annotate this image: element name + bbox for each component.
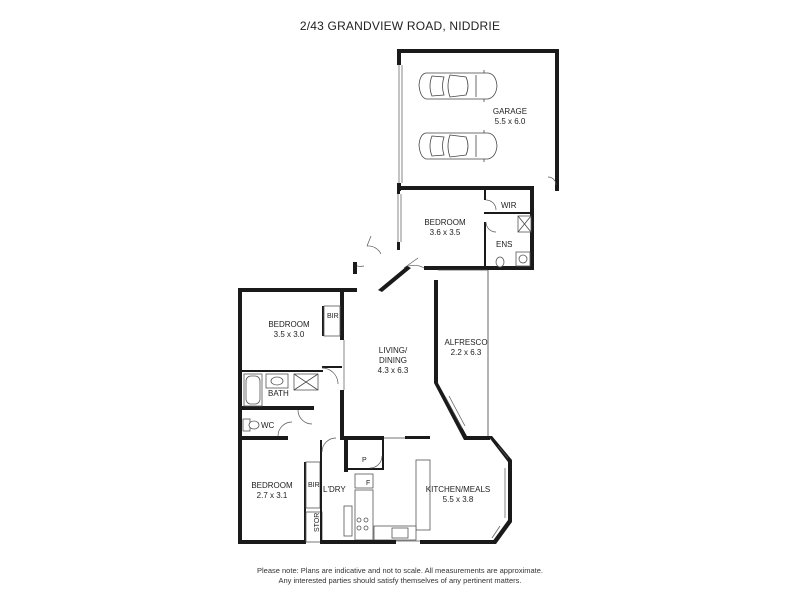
car-icon (418, 70, 498, 102)
stor-label: STOR (314, 513, 321, 532)
wc-label: WC (261, 421, 275, 430)
bir1-label: BIR (327, 313, 339, 320)
bedroom3-dims: 2.7 x 3.1 (257, 491, 288, 500)
alfresco-area: ALFRESCO 2.2 x 6.3 (434, 338, 488, 440)
bath-label: BATH (268, 389, 289, 398)
bedroom2-dims: 3.5 x 3.0 (274, 330, 305, 339)
kitchen-area: P F KITCHEN/MEALS 5.5 x 3.8 (344, 436, 512, 544)
living-label-1: LIVING/ (379, 346, 408, 355)
living-dims: 4.3 x 6.3 (378, 366, 409, 375)
living-label-2: DINING (379, 356, 407, 365)
bir2-label: BIR (308, 482, 320, 489)
bedroom1-label: BEDROOM (424, 218, 466, 227)
bath-area: BATH WC (238, 370, 323, 440)
disclaimer-line-1: Please note: Plans are indicative and no… (257, 566, 543, 575)
kitchen-label: KITCHEN/MEALS (426, 485, 490, 494)
master-bedroom-area: BEDROOM 3.6 x 3.5 WIR ENS (397, 186, 534, 270)
car-icon (418, 130, 498, 162)
wir-label: WIR (501, 201, 517, 210)
bedroom3-area: BIR STOR BEDROOM 2.7 x 3.1 L'DRY (238, 436, 354, 544)
garage-dims: 5.5 x 6.0 (495, 117, 526, 126)
living-area: LIVING/ DINING 4.3 x 6.3 (238, 235, 489, 440)
alfresco-dims: 2.2 x 6.3 (451, 348, 482, 357)
kitchen-dims: 5.5 x 3.8 (443, 495, 474, 504)
ens-label: ENS (496, 240, 512, 249)
garage-area: GARAGE 5.5 x 6.0 (397, 49, 559, 191)
disclaimer-line-2: Any interested parties should satisfy th… (278, 576, 522, 585)
fridge-label: F (366, 480, 370, 487)
bedroom2-label: BEDROOM (268, 320, 310, 329)
plan-title: 2/43 GRANDVIEW ROAD, NIDDRIE (299, 19, 501, 33)
bedroom2-area: BIR BEDROOM 3.5 x 3.0 (238, 288, 342, 410)
bedroom3-label: BEDROOM (251, 481, 293, 490)
ldry-label: L'DRY (323, 485, 346, 494)
alfresco-label: ALFRESCO (444, 338, 487, 347)
garage-label: GARAGE (493, 107, 527, 116)
bedroom1-dims: 3.6 x 3.5 (430, 228, 461, 237)
pantry-label: P (362, 457, 367, 464)
